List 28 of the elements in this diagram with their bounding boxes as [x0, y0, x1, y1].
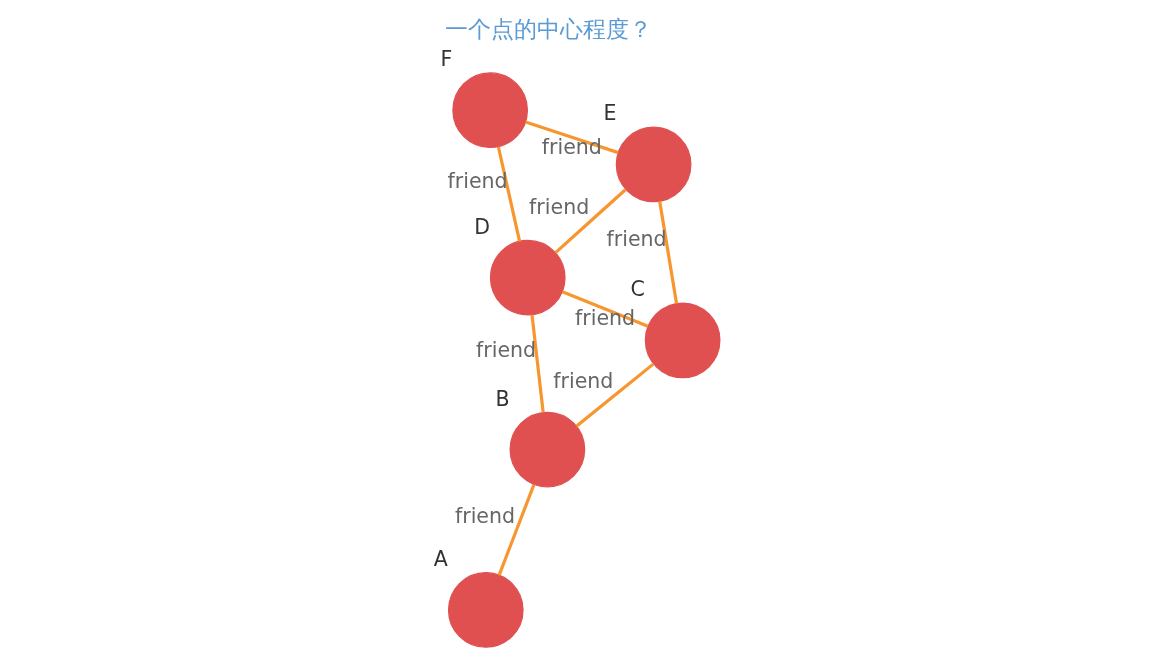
- edge-label: friend: [541, 134, 602, 159]
- connector: [561, 290, 649, 328]
- edge-label: friend: [454, 504, 516, 529]
- edge-label: friend: [529, 195, 590, 220]
- edge-label: friend: [553, 369, 614, 394]
- edge-label: friend: [575, 306, 636, 331]
- node-label: C: [630, 277, 645, 302]
- edge-label: friend: [476, 337, 537, 362]
- node-circle: [644, 302, 721, 379]
- node-label: A: [433, 547, 448, 571]
- node-label: D: [474, 214, 491, 239]
- node-circle: [447, 572, 524, 648]
- node-circle: [615, 126, 692, 203]
- node-circle: [489, 239, 566, 316]
- connector: [496, 146, 522, 242]
- connector: [530, 314, 545, 413]
- connector: [525, 120, 619, 155]
- edge-label: friend: [606, 226, 667, 251]
- node-circle: [509, 411, 586, 488]
- connector: [658, 200, 679, 304]
- node-circle: [452, 72, 529, 149]
- connector: [497, 484, 536, 576]
- node-label: B: [495, 386, 510, 411]
- node-label: E: [603, 101, 617, 126]
- diagram-title: 一个点的中心程度？: [444, 16, 652, 43]
- connector: [554, 188, 627, 254]
- node-label: F: [440, 47, 453, 72]
- connector: [575, 362, 655, 428]
